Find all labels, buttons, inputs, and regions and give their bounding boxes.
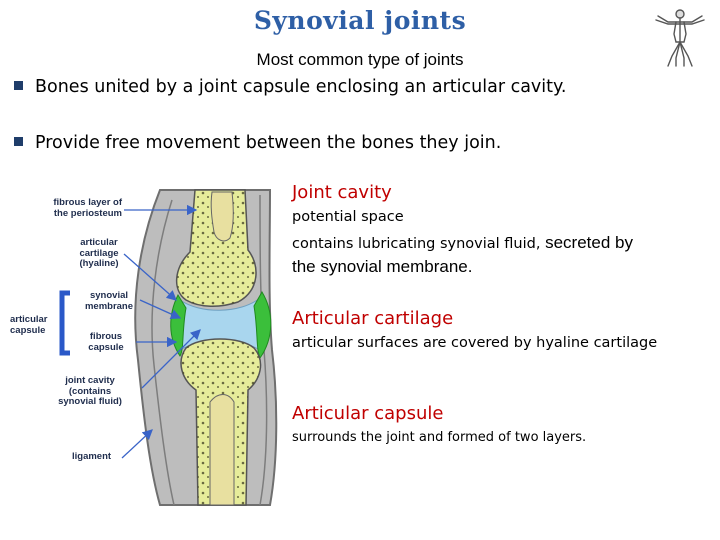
bullet-item-2: Provide free movement between the bones … bbox=[14, 133, 501, 153]
label-joint-cavity: joint cavity (contains synovial fluid) bbox=[40, 375, 140, 408]
articular-capsule-line-1: surrounds the joint and formed of two la… bbox=[292, 430, 587, 445]
label-line: synovial fluid) bbox=[58, 396, 122, 407]
bullet-text: Provide free movement between the bones … bbox=[35, 133, 502, 153]
slide-subtitle: Most common type of joints bbox=[256, 50, 464, 69]
joint-cavity-line-2: contains lubricating synovial fluid, sec… bbox=[292, 233, 633, 253]
capsule-bracket bbox=[59, 290, 70, 356]
label-line: the periosteum bbox=[53, 207, 122, 219]
label-line: membrane bbox=[84, 300, 134, 312]
label-line: articular bbox=[80, 237, 118, 248]
label-line: (hyaline) bbox=[79, 258, 119, 269]
label-line: articular bbox=[10, 314, 48, 325]
vitruvian-figure-icon bbox=[655, 9, 705, 67]
section-heading-articular-cartilage: Articular cartilage bbox=[292, 308, 454, 329]
slide-title: Synovial joints bbox=[253, 6, 467, 35]
label-fibrous-capsule: fibrous capsule bbox=[76, 331, 136, 353]
bullet-text: Bones united by a joint capsule enclosin… bbox=[35, 77, 567, 97]
label-line: capsule bbox=[10, 324, 46, 336]
label-articular-cartilage: articular cartilage (hyaline) bbox=[64, 237, 134, 270]
bullet-square-icon bbox=[14, 137, 23, 146]
label-fibrous-layer-periosteum: fibrous layer of the periosteum bbox=[38, 197, 122, 219]
label-line: fibrous layer of bbox=[53, 197, 122, 208]
label-line: capsule bbox=[88, 341, 124, 353]
label-ligament: ligament bbox=[72, 451, 112, 462]
bullet-square-icon bbox=[14, 81, 23, 90]
label-articular-capsule: articular capsule bbox=[10, 314, 60, 336]
label-synovial-membrane: synovial membrane bbox=[74, 290, 144, 312]
joint-cavity-line-2a: contains lubricating synovial fluid, bbox=[292, 236, 546, 252]
label-line: fibrous bbox=[89, 331, 123, 342]
joint-cavity-line-2b: secreted by bbox=[545, 233, 633, 252]
articular-cartilage-line-1: articular surfaces are covered by hyalin… bbox=[292, 335, 658, 351]
section-heading-joint-cavity: Joint cavity bbox=[292, 182, 392, 203]
section-heading-articular-capsule: Articular capsule bbox=[292, 403, 444, 424]
bullet-item-1: Bones united by a joint capsule enclosin… bbox=[14, 77, 566, 97]
label-line: (contains bbox=[68, 385, 112, 397]
joint-cavity-line-1: potential space bbox=[292, 209, 404, 225]
label-line: cartilage bbox=[79, 247, 119, 259]
synovial-joint-diagram bbox=[134, 189, 278, 506]
joint-cavity-line-3: the synovial membrane. bbox=[292, 257, 473, 276]
label-line: synovial bbox=[89, 290, 129, 301]
label-line: joint cavity bbox=[65, 375, 115, 386]
